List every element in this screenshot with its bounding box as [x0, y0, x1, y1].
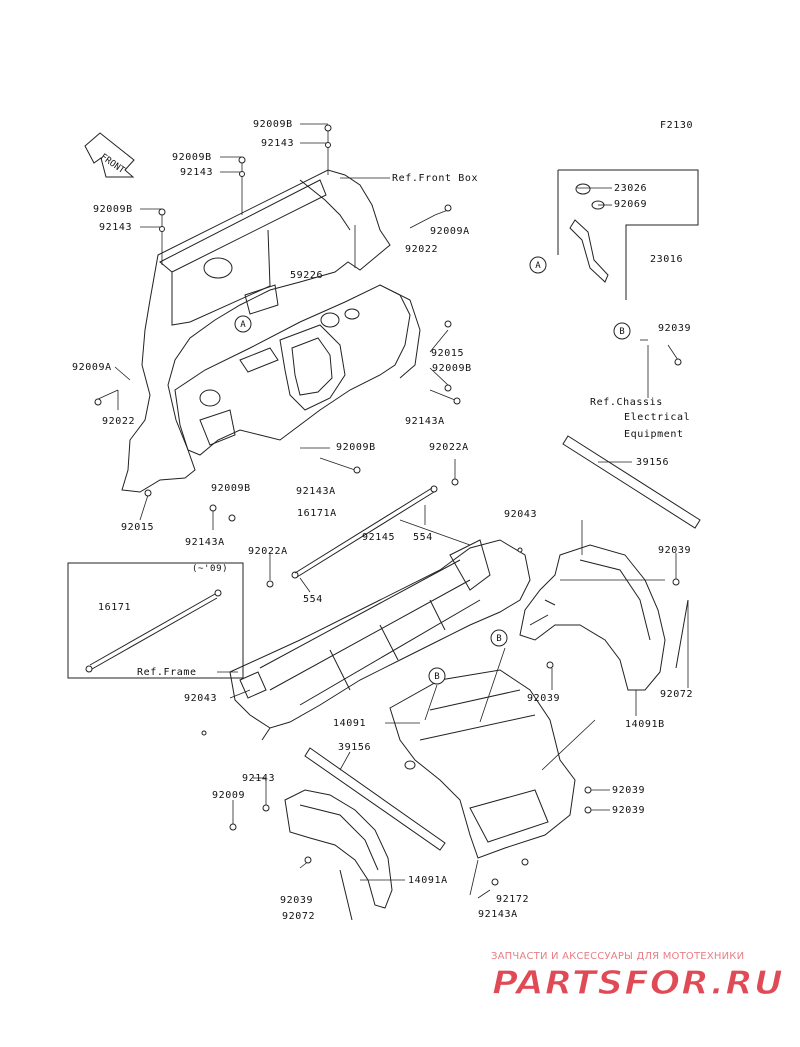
- part-callout: 92069: [614, 199, 648, 210]
- watermark-tagline: ЗАПЧАСТИ И АКСЕССУАРЫ ДЛЯ МОТОТЕХНИКИ: [491, 951, 745, 962]
- part-callout: Electrical: [624, 412, 691, 423]
- part-callout: Equipment: [624, 429, 684, 440]
- part-callout: 92039: [527, 693, 561, 704]
- ref-marker-b: [490, 629, 508, 647]
- ref-marker-letter: B: [434, 672, 439, 682]
- part-callout: 92009B: [93, 204, 133, 215]
- part-callout: 92022: [102, 416, 136, 427]
- part-callout: 92072: [282, 911, 316, 922]
- part-callout: 92145: [362, 532, 396, 543]
- figure-code: F2130: [660, 120, 694, 131]
- part-callout: 92022: [405, 244, 439, 255]
- part-callout: 14091B: [625, 719, 665, 730]
- part-callout: 92143: [242, 773, 276, 784]
- part-callout: 92022A: [429, 442, 469, 453]
- part-callout: 92015: [431, 348, 465, 359]
- part-callout: (~'09): [192, 564, 229, 574]
- part-callout: Ref.Front Box: [392, 173, 479, 184]
- front-cover-panel: [121, 169, 391, 493]
- part-callout: 92143A: [405, 416, 445, 427]
- ref-markers: [234, 256, 631, 685]
- part-callout: 92039: [658, 545, 692, 556]
- skid-plate-14091: [389, 669, 576, 859]
- part-callout: 92172: [496, 894, 530, 905]
- part-callout: 92022A: [248, 546, 288, 557]
- front-direction-arrow: FRONT: [84, 132, 135, 178]
- part-callout: 23026: [614, 183, 648, 194]
- frame: [229, 539, 531, 741]
- part-callout: 16171A: [297, 508, 337, 519]
- part-callout: 92143A: [478, 909, 518, 920]
- part-callout: 92009A: [430, 226, 470, 237]
- part-callout: 92039: [658, 323, 692, 334]
- inset-box-23016: [558, 169, 699, 300]
- part-callout: 16171: [98, 602, 132, 613]
- part-callout: 23016: [650, 254, 684, 265]
- rod-16171: [85, 589, 222, 673]
- ref-marker-a: [529, 256, 547, 274]
- ref-marker-a: [234, 315, 252, 333]
- part-callout: Ref.Frame: [137, 667, 197, 678]
- part-callout: 92039: [612, 805, 646, 816]
- strip-39156-lower: [304, 747, 446, 851]
- part-callout: 92039: [280, 895, 314, 906]
- part-callout: 92009B: [336, 442, 376, 453]
- part-callout: 92009B: [432, 363, 472, 374]
- ref-marker-b: [613, 322, 631, 340]
- part-callout: 92015: [121, 522, 155, 533]
- rod-16171A: [291, 485, 438, 579]
- strip-39156-right: [562, 435, 701, 529]
- part-callout: 92143: [261, 138, 295, 149]
- ref-marker-letter: B: [496, 634, 501, 644]
- fasteners: [94, 124, 682, 886]
- part-callout: 92072: [660, 689, 694, 700]
- ref-marker-letter: A: [240, 320, 246, 330]
- dashboard-panel: [174, 284, 421, 456]
- watermark-logo: PARTSFOR.RU: [492, 964, 784, 1000]
- part-callout: 92143A: [296, 486, 336, 497]
- part-callout: 92009B: [211, 483, 251, 494]
- ref-marker-letter: A: [535, 261, 541, 271]
- watermark-brand: PARTSFOR.RU: [492, 964, 784, 1000]
- inset-box-pre09: [67, 562, 244, 679]
- part-callout: 92043: [184, 693, 218, 704]
- part-callout: 554: [303, 594, 323, 605]
- part-callout: 92009A: [72, 362, 112, 373]
- part-callout: 14091A: [408, 875, 448, 886]
- part-callout: 39156: [338, 742, 372, 753]
- part-callout: 92039: [612, 785, 646, 796]
- fender-14091B: [519, 544, 666, 691]
- leader-lines: [95, 123, 689, 899]
- part-callout: 92143A: [185, 537, 225, 548]
- part-callout: 59226: [290, 270, 324, 281]
- bolt-92072-right: [675, 599, 689, 669]
- part-callout: 39156: [636, 457, 670, 468]
- part-callout: Ref.Chassis: [590, 397, 663, 408]
- switch-23016: [569, 183, 609, 283]
- fender-14091A: [284, 789, 393, 909]
- part-callout: 92143: [99, 222, 133, 233]
- ref-marker-letter: B: [619, 327, 624, 337]
- part-callout: 92009B: [253, 119, 293, 130]
- bolt-92072-lower: [339, 869, 353, 921]
- ref-marker-b: [428, 667, 446, 685]
- part-callout: 92143: [180, 167, 214, 178]
- part-callout: 92043: [504, 509, 538, 520]
- part-callout: 14091: [333, 718, 367, 729]
- part-callout: 554: [413, 532, 433, 543]
- part-callout: 92009: [212, 790, 246, 801]
- part-callout: 92009B: [172, 152, 212, 163]
